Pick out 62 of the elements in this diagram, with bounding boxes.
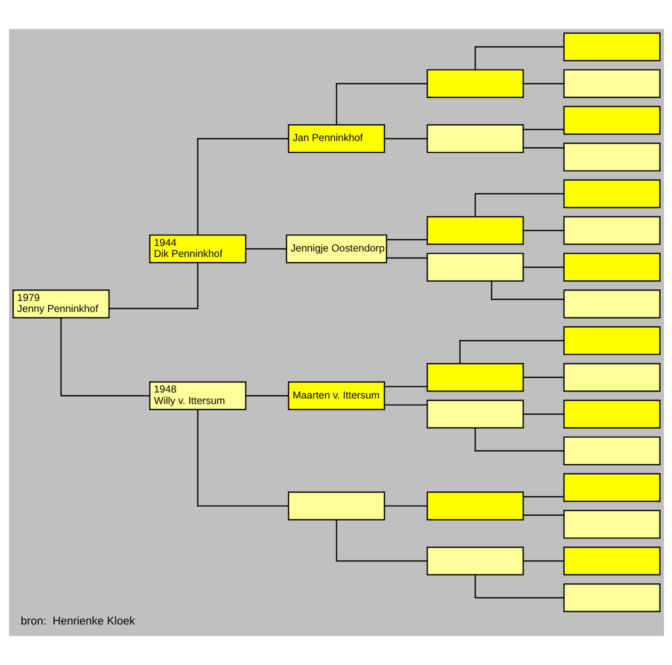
node-box <box>562 363 660 392</box>
connector <box>522 82 564 84</box>
node-box <box>562 510 660 539</box>
connector <box>474 575 564 598</box>
node-box: 1944 Dik Penninkhof <box>148 234 246 264</box>
node-box <box>426 69 524 98</box>
caption: bron: Henrienke Kloek <box>20 616 134 628</box>
connector <box>108 262 198 310</box>
connector <box>384 386 427 388</box>
connector <box>196 138 288 235</box>
connector <box>384 505 427 507</box>
node-box <box>562 583 660 612</box>
connector <box>474 428 564 452</box>
connector <box>245 248 286 250</box>
connector <box>522 147 564 148</box>
node-box: 1979 Jenny Penninkhof <box>12 290 110 318</box>
node-box <box>562 106 660 135</box>
node-box <box>426 546 524 576</box>
node-box <box>562 142 660 172</box>
connector <box>196 410 288 507</box>
node-box: 1948 Willy v. Ittersum <box>148 381 246 410</box>
connector <box>522 414 564 415</box>
connector <box>522 496 564 498</box>
node-box <box>562 546 660 576</box>
node-box <box>426 492 524 520</box>
node-box <box>426 124 524 154</box>
connector <box>522 128 564 130</box>
connector <box>60 318 150 396</box>
connector <box>522 560 564 562</box>
connector <box>386 257 427 259</box>
connector <box>522 266 564 268</box>
node-box <box>562 252 660 282</box>
node-box <box>562 326 660 356</box>
node-box <box>562 290 660 318</box>
connector <box>335 520 427 562</box>
node-box <box>562 32 660 62</box>
connector <box>474 46 564 70</box>
node-box <box>562 400 660 428</box>
connector <box>458 340 564 364</box>
connector <box>474 193 564 216</box>
node-box: Maarten v. Ittersum <box>287 381 385 410</box>
node-box <box>562 69 660 98</box>
connector <box>384 404 427 406</box>
node-box <box>562 179 660 208</box>
connector <box>245 395 288 396</box>
connector <box>384 138 427 140</box>
node-box <box>287 492 385 520</box>
node-box <box>426 216 524 245</box>
node-box <box>426 252 524 282</box>
node-box <box>426 400 524 428</box>
node-box <box>562 216 660 245</box>
connector <box>335 82 427 125</box>
connector <box>522 230 564 232</box>
connector <box>386 239 427 240</box>
connector <box>522 376 564 378</box>
node-box <box>562 436 660 466</box>
connector <box>490 281 564 300</box>
node-box: Jennigje Oostendorp <box>285 234 387 264</box>
node-box <box>562 473 660 502</box>
connector <box>522 514 564 516</box>
node-box: Jan Penninkhof <box>287 124 385 154</box>
node-box <box>426 363 524 392</box>
